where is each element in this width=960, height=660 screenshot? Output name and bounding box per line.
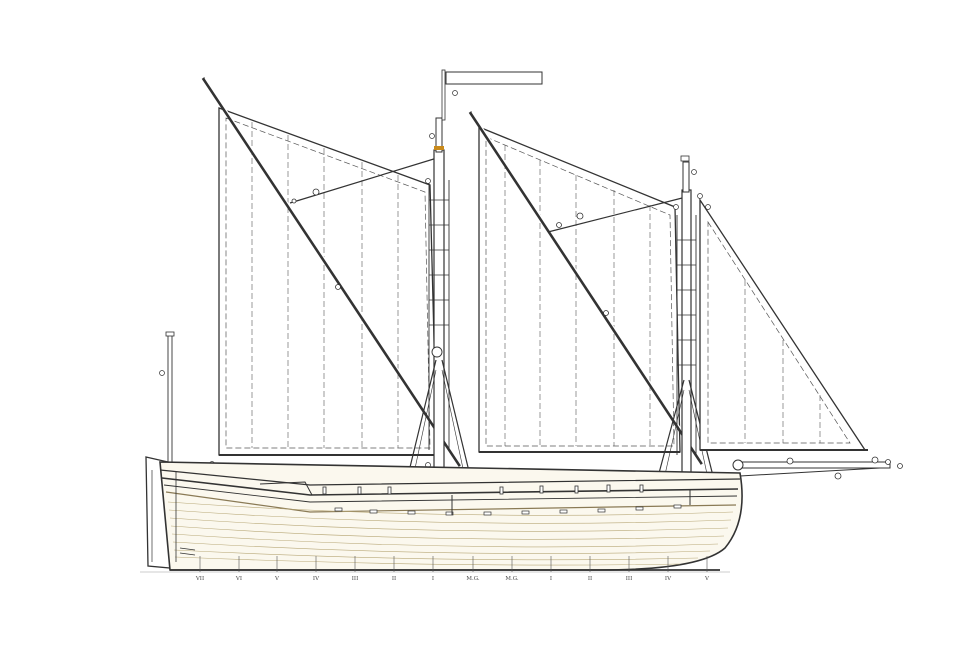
- station-label: II: [588, 576, 592, 582]
- bowsprit: [732, 456, 903, 480]
- foremast: [403, 69, 475, 496]
- station-label: II: [392, 576, 396, 582]
- hull-planking: [167, 501, 734, 566]
- stern-flagpole: [159, 331, 215, 467]
- station-label: IV: [665, 576, 672, 582]
- strake-fittings: [334, 504, 682, 516]
- fore-sail: [201, 77, 463, 467]
- station-label: M.G.: [505, 576, 519, 582]
- station-label: V: [704, 576, 710, 582]
- station-label: V: [274, 576, 280, 582]
- station-label: I: [432, 576, 434, 582]
- hull: [140, 456, 743, 573]
- main-sail: [468, 111, 705, 465]
- station-label: I: [550, 576, 552, 582]
- thole-pins: [322, 484, 644, 495]
- station-label: VII: [195, 576, 204, 582]
- station-label: IV: [313, 576, 320, 582]
- station-ticks: [199, 556, 708, 572]
- mainmast: [654, 155, 717, 491]
- station-label: III: [626, 576, 633, 582]
- station-label: M.G.: [466, 576, 480, 582]
- masthead-pennant: [445, 71, 543, 85]
- jib-sail: [699, 197, 868, 451]
- station-label: VI: [235, 576, 242, 582]
- station-label: III: [352, 576, 359, 582]
- station-labels: VII VI V IV III II I M.G. M.G. I II III …: [195, 576, 710, 582]
